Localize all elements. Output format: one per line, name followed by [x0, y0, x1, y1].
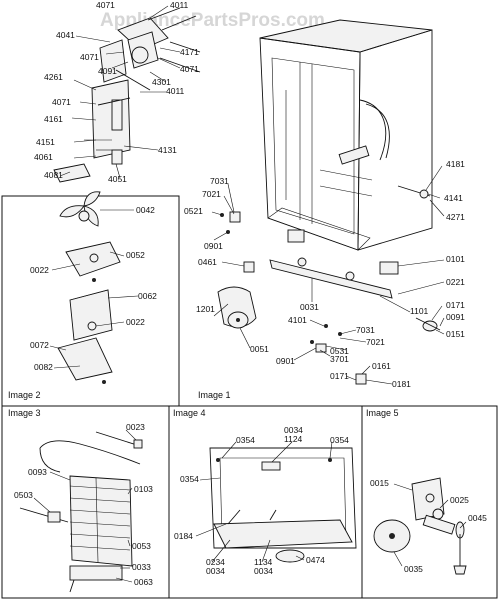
- part-label: 4061: [34, 152, 53, 162]
- part-label: 0034: [284, 425, 303, 435]
- part-label: 0354: [330, 435, 349, 445]
- part-label: 0521: [184, 206, 203, 216]
- part-label: 3701: [330, 354, 349, 364]
- image-3-callouts: 0023 0093 0103 0503 0053 0033 0063: [14, 422, 153, 587]
- part-label: 4301: [152, 77, 171, 87]
- part-label: 0033: [132, 562, 151, 572]
- part-label: 0093: [28, 467, 47, 477]
- image-4-callouts: 0354 0034 1124 0354 0354 0184 0234 0034 …: [174, 425, 349, 576]
- part-label: 0025: [450, 495, 469, 505]
- part-label: 0461: [198, 257, 217, 267]
- part-label: 0072: [30, 340, 49, 350]
- part-label: 0354: [180, 474, 199, 484]
- part-label: 1201: [196, 304, 215, 314]
- part-label: 4161: [44, 114, 63, 124]
- part-label: 0161: [372, 361, 391, 371]
- image-3-caption: Image 3: [8, 408, 41, 418]
- part-label: 4081: [44, 170, 63, 180]
- part-label: 4261: [44, 72, 63, 82]
- part-label: 0022: [126, 317, 145, 327]
- part-label: 0015: [370, 478, 389, 488]
- image-4-caption: Image 4: [173, 408, 206, 418]
- part-label: 4131: [158, 145, 177, 155]
- part-label: 0181: [392, 379, 411, 389]
- part-label: 0091: [446, 312, 465, 322]
- part-label: 1134: [254, 557, 273, 567]
- part-label: 0171: [330, 371, 349, 381]
- part-label: 4011: [166, 86, 185, 96]
- part-label: 0901: [276, 356, 295, 366]
- part-label: 0082: [34, 362, 53, 372]
- part-label: 0023: [126, 422, 145, 432]
- part-label: 1101: [410, 306, 429, 316]
- part-label: 4101: [288, 315, 307, 325]
- part-label: 4011: [170, 0, 189, 10]
- part-label: 0221: [446, 277, 465, 287]
- part-label: 0062: [138, 291, 157, 301]
- part-label: 4151: [36, 137, 55, 147]
- refrigerator-cabinet: [259, 19, 433, 275]
- part-label: 0052: [126, 250, 145, 260]
- fan-motor-assembly: [57, 191, 121, 384]
- part-label: 0354: [236, 435, 255, 445]
- part-label: 0101: [446, 254, 465, 264]
- part-label: 0474: [306, 555, 325, 565]
- part-label: 7031: [356, 325, 375, 335]
- part-label: 0184: [174, 531, 193, 541]
- part-label: 0022: [30, 265, 49, 275]
- damper-motor-assembly: [373, 477, 467, 575]
- part-label: 0901: [204, 241, 223, 251]
- part-label: 0034: [206, 566, 225, 576]
- part-label: 7031: [210, 176, 229, 186]
- part-label: 4141: [444, 193, 463, 203]
- evaporator-coil: [19, 431, 143, 593]
- part-label: 4181: [446, 159, 465, 169]
- part-label: 0531: [330, 346, 349, 356]
- part-label: 0035: [404, 564, 423, 574]
- part-label: 7021: [366, 337, 385, 347]
- part-label: 4171: [180, 47, 199, 57]
- part-label: 0051: [250, 344, 269, 354]
- part-label: 0034: [254, 566, 273, 576]
- image-2-callouts: 0042 0052 0022 0062 0022 0072 0082: [30, 205, 157, 372]
- image-5-caption: Image 5: [366, 408, 399, 418]
- part-label: 0042: [136, 205, 155, 215]
- image-5-callouts: 0015 0025 0045 0035: [370, 478, 487, 574]
- part-label: 0103: [134, 484, 153, 494]
- part-label: 4041: [56, 30, 75, 40]
- part-label: 7021: [202, 189, 221, 199]
- image-1-callouts: 4071 4011 4041 4071 4171 4091 4071 4301 …: [34, 0, 465, 389]
- part-label: 4071: [180, 64, 199, 74]
- part-label: 4071: [80, 52, 99, 62]
- part-label: 0031: [300, 302, 319, 312]
- leader-lines: [33, 5, 467, 583]
- lower-rail-assembly: [217, 211, 441, 385]
- part-label: 4071: [96, 0, 115, 10]
- evaporator-cover: [209, 447, 357, 563]
- part-label: 0045: [468, 513, 487, 523]
- part-label: 4051: [108, 174, 127, 184]
- image-1-caption: Image 1: [198, 390, 231, 400]
- part-label: 0171: [446, 300, 465, 310]
- part-label: 0234: [206, 557, 225, 567]
- image-2-caption: Image 2: [8, 390, 41, 400]
- part-label: 0151: [446, 329, 465, 339]
- part-label: 4271: [446, 212, 465, 222]
- part-label: 0503: [14, 490, 33, 500]
- part-label: 4071: [52, 97, 71, 107]
- evaporator-fan-bracket: [53, 7, 201, 183]
- part-label: 1124: [284, 434, 303, 444]
- part-label: 4091: [98, 66, 117, 76]
- part-label: 0053: [132, 541, 151, 551]
- part-label: 0063: [134, 577, 153, 587]
